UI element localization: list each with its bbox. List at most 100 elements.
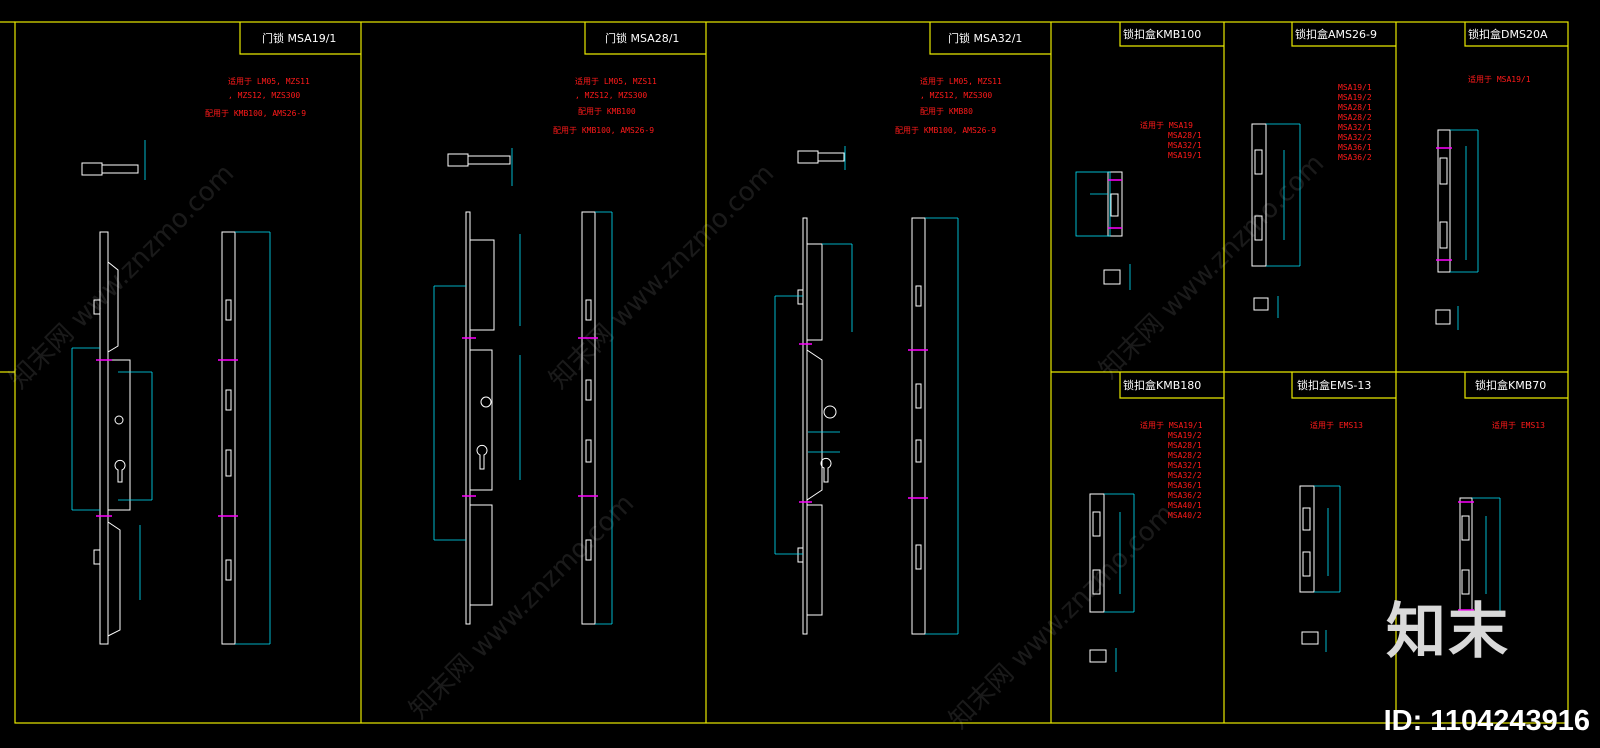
note-line: 配用于 KMB100 — [578, 107, 636, 116]
note-line: , MZS12, MZS300 — [228, 91, 300, 100]
note-line: MSA28/2 — [1338, 113, 1372, 122]
panel-title: 锁扣盒KMB180 — [1123, 378, 1201, 392]
panel-notes: 适用于 EMS13 — [1492, 420, 1545, 430]
note-line: 适用于 MSA19/1 — [1468, 74, 1531, 84]
panel-title-box — [1119, 22, 1224, 47]
strike-plate-drawing — [1435, 129, 1451, 325]
section-markers — [462, 337, 598, 497]
section-markers — [1458, 501, 1474, 611]
section-markers — [1436, 147, 1452, 261]
panel-title-box — [1464, 22, 1568, 47]
panel-notes: MSA19/1 MSA19/2 MSA28/1 MSA28/2 MSA32/1 … — [1338, 83, 1372, 162]
panel-notes: 适用于 LM05, MZS11 , MZS12, MZS300 配用于 KMB1… — [205, 76, 310, 118]
lock-faceplate-drawing — [447, 153, 596, 625]
panel-notes: 适用于 MSA19/1 MSA19/2 MSA28/1 MSA28/2 MSA3… — [1140, 420, 1203, 520]
note-line: , MZS12, MZS300 — [575, 91, 647, 100]
dimension-lines — [774, 146, 959, 635]
panel-title: 锁扣盒AMS26-9 — [1295, 27, 1377, 41]
panel-msa19: 门锁 MSA19/1 适用于 LM05, MZS11 , MZS12, MZS3… — [71, 22, 361, 645]
panel-kmb100: 锁扣盒KMB100 适用于 MSA19 MSA28/1 MSA32/1 MSA1… — [1075, 22, 1224, 290]
watermark: 知末网 www.znzmo.com — [944, 499, 1180, 735]
note-line: 适用于 LM05, MZS11 — [920, 76, 1002, 86]
dimension-lines — [1075, 171, 1131, 290]
note-line: 配用于 KMB100, AMS26-9 — [205, 109, 306, 118]
panel-dms20a: 锁扣盒DMS20A 适用于 MSA19/1 — [1435, 22, 1568, 330]
panel-title-box — [584, 22, 706, 55]
note-line: MSA28/2 — [1168, 451, 1202, 460]
watermark: 知末网 www.znzmo.com — [1094, 149, 1330, 385]
panel-notes: 适用于 LM05, MZS11 , MZS12, MZS300 配用于 KMB1… — [553, 76, 657, 135]
note-line: MSA36/2 — [1168, 491, 1202, 500]
panel-title-box — [239, 22, 361, 55]
panel-ams26: 锁扣盒AMS26-9 MSA19/1 MSA19/2 MSA28/1 MSA28… — [1251, 22, 1396, 318]
brand-logo: 知末 — [1386, 597, 1510, 667]
section-markers — [96, 359, 238, 517]
dimension-lines — [1104, 493, 1135, 672]
panel-title-box — [929, 22, 1051, 55]
note-line: MSA36/1 — [1338, 143, 1372, 152]
note-line: 适用于 EMS13 — [1310, 420, 1363, 430]
section-markers — [799, 343, 928, 503]
note-line: MSA28/1 — [1338, 103, 1372, 112]
panel-title: 门锁 MSA28/1 — [605, 31, 679, 45]
note-line: MSA40/2 — [1168, 511, 1202, 520]
note-line: MSA28/1 — [1168, 131, 1202, 140]
note-line: MSA19/1 — [1168, 151, 1202, 160]
panel-title: 锁扣盒KMB70 — [1475, 378, 1546, 392]
panel-ems13: 锁扣盒EMS-13 适用于 EMS13 — [1291, 372, 1396, 652]
panel-title-box — [1291, 372, 1396, 399]
note-line: 适用于 MSA19 — [1140, 120, 1193, 130]
panel-notes: 适用于 LM05, MZS11 , MZS12, MZS300 配用于 KMB8… — [895, 76, 1002, 135]
note-line: 配用于 KMB80 — [920, 107, 973, 116]
dimension-lines — [71, 140, 271, 645]
panel-title: 门锁 MSA19/1 — [262, 31, 336, 45]
note-line: MSA19/1 — [1338, 83, 1372, 92]
strike-plate-drawing — [1459, 497, 1473, 617]
image-id-label: ID: 1104243916 — [1383, 705, 1590, 737]
note-line: 适用于 LM05, MZS11 — [228, 76, 310, 86]
note-line: MSA19/2 — [1338, 93, 1372, 102]
panel-notes: 适用于 EMS13 — [1310, 420, 1363, 430]
lock-faceplate-drawing — [797, 150, 926, 635]
strike-plate-drawing — [1299, 485, 1319, 645]
note-line: MSA36/2 — [1338, 153, 1372, 162]
dimension-lines — [1450, 129, 1479, 330]
dimension-lines — [433, 148, 613, 625]
note-line: MSA32/1 — [1338, 123, 1372, 132]
panel-kmb180: 锁扣盒KMB180 适用于 MSA19/1 MSA19/2 MSA28/1 MS… — [1089, 372, 1224, 672]
note-line: 配用于 KMB100, AMS26-9 — [553, 126, 654, 135]
panel-title: 锁扣盒DMS20A — [1468, 27, 1548, 41]
watermark: 知末网 www.znzmo.com — [4, 159, 240, 395]
panel-title: 锁扣盒EMS-13 — [1297, 378, 1371, 392]
dimension-lines — [1314, 485, 1341, 652]
lock-faceplate-drawing — [81, 162, 236, 645]
note-line: MSA40/1 — [1168, 501, 1202, 510]
note-line: , MZS12, MZS300 — [920, 91, 992, 100]
dimension-lines — [1266, 123, 1301, 318]
panel-notes: 适用于 MSA19/1 — [1468, 74, 1531, 84]
note-line: MSA19/2 — [1168, 431, 1202, 440]
strike-plate-drawing — [1251, 123, 1269, 311]
note-line: MSA36/1 — [1168, 481, 1202, 490]
note-line: 适用于 LM05, MZS11 — [575, 76, 657, 86]
panel-title-box — [1119, 372, 1224, 399]
strike-plate-drawing — [1103, 171, 1123, 285]
panel-kmb70: 锁扣盒KMB70 适用于 EMS13 — [1458, 372, 1568, 617]
panel-msa32: 门锁 MSA32/1 适用于 LM05, MZS11 , MZS12, MZS3… — [774, 22, 1051, 635]
note-line: MSA32/1 — [1168, 461, 1202, 470]
panel-msa28: 门锁 MSA28/1 适用于 LM05, MZS11 , MZS12, MZS3… — [433, 22, 706, 625]
note-line: MSA32/2 — [1338, 133, 1372, 142]
note-line: MSA28/1 — [1168, 441, 1202, 450]
note-line: MSA32/2 — [1168, 471, 1202, 480]
panel-notes: 适用于 MSA19 MSA28/1 MSA32/1 MSA19/1 — [1140, 120, 1202, 160]
panel-title: 锁扣盒KMB100 — [1123, 27, 1201, 41]
note-line: 适用于 MSA19/1 — [1140, 420, 1203, 430]
watermark: 知末网 www.znzmo.com — [544, 159, 780, 395]
watermarks: 知末网 www.znzmo.com 知末网 www.znzmo.com 知末网 … — [4, 149, 1330, 735]
strike-plate-drawing — [1089, 493, 1107, 663]
panel-title-box — [1464, 372, 1568, 399]
dimension-lines — [1472, 497, 1501, 617]
drawing-frame — [0, 21, 1569, 724]
section-markers — [1108, 179, 1122, 229]
